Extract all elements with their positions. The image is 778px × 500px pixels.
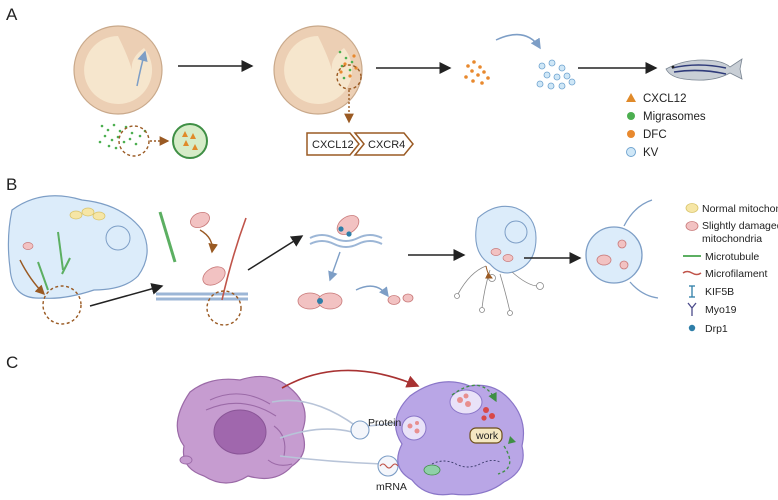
protein-vesicle: [350, 420, 370, 440]
zoom-circle-a: [118, 125, 150, 157]
work-label: work: [475, 430, 499, 442]
mrna-icon: [379, 463, 399, 469]
legend-b-microtubule: Microtubule: [705, 251, 759, 263]
migrating-cell-b: [454, 205, 544, 316]
legend-b-drp1: Drp1: [705, 323, 728, 335]
legend-a-migrasomes: Migrasomes: [643, 111, 706, 123]
legend-b-myo19: Myo19: [705, 304, 737, 316]
panel-a-letter: A: [6, 5, 18, 24]
migrasome-zoom: [172, 123, 208, 159]
kv-circle-icon: [626, 147, 636, 157]
legend-a-dfc: DFC: [643, 129, 667, 141]
normal-mitochondria-icon: [685, 203, 699, 213]
dfc-cluster: [464, 60, 490, 85]
mrna-vesicle: [377, 455, 399, 477]
legend-a-kv: KV: [643, 147, 659, 159]
cxcl12-cxcr4-chevrons: CXCL12 CXCR4: [306, 132, 414, 156]
legend-b-damaged-line1: Slightly damaged: [702, 220, 778, 232]
microfilament-icon: [682, 270, 702, 276]
cxcl12-triangle-icon: [626, 93, 636, 102]
kif5b-icon: [689, 285, 695, 298]
migrasome-dot-icon: [627, 112, 635, 120]
source-cell-c: [176, 375, 306, 484]
ribosome-icon: [423, 464, 441, 476]
recipient-cell-c: [395, 381, 525, 496]
legend-b: Normal mitochondria Slightly damaged mit…: [682, 203, 778, 335]
embryo-early: [73, 25, 163, 115]
migrasome-zoom-b: [585, 199, 659, 299]
cell-b-main: [7, 195, 148, 325]
work-badge: [469, 427, 503, 444]
legend-b-damaged-line2: mitochondria: [702, 233, 762, 245]
legend-a: CXCL12 Migrasomes DFC KV: [626, 93, 706, 159]
kv-cluster: [536, 59, 576, 90]
myo19-icon: [687, 302, 697, 316]
embryo-later: [273, 25, 363, 124]
panel-b-letter: B: [6, 175, 17, 194]
legend-a-cxcl12: CXCL12: [643, 93, 686, 105]
chevron-cxcr4: CXCR4: [368, 139, 405, 151]
mitochondria-fission: [297, 215, 414, 310]
dfc-dot-icon: [627, 130, 635, 138]
legend-b-kif5b: KIF5B: [705, 286, 734, 298]
panel-c-letter: C: [6, 353, 18, 372]
zebrafish-icon: [665, 58, 743, 81]
legend-b-normal-mitochondria: Normal mitochondria: [702, 203, 778, 215]
damaged-mitochondria-icon: [685, 221, 699, 231]
chevron-cxcl12: CXCL12: [312, 139, 354, 151]
mrna-label: mRNA: [376, 481, 407, 493]
protein-label: Protein: [368, 417, 401, 429]
drp1-icon: [688, 324, 696, 332]
migrasome-cluster: [98, 123, 147, 150]
mitochondria-transport: [156, 211, 248, 326]
legend-b-microfilament: Microfilament: [705, 268, 768, 280]
